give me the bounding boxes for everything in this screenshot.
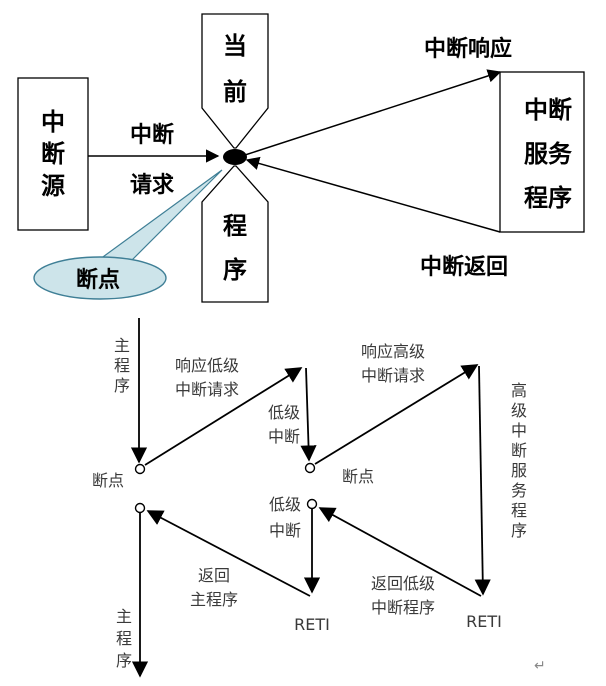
respond-high-arrow	[314, 364, 479, 465]
main-prog-top-3: 序	[114, 376, 130, 395]
return-arrow	[245, 156, 501, 233]
request-label-2: 请求	[130, 172, 174, 198]
interrupt-source-box	[17, 77, 89, 231]
high-service-1: 高	[511, 381, 527, 400]
low-resume-circle	[306, 498, 318, 510]
main-prog-bottom-3: 序	[116, 651, 132, 670]
breakpoint-dot	[223, 149, 247, 165]
service-label-2: 服务	[524, 140, 573, 168]
breakpoint-bubble-label: 断点	[76, 267, 120, 293]
high-service-8: 序	[511, 521, 527, 540]
breakpoint-bubble	[33, 256, 167, 300]
resp-high-2: 中断请求	[361, 366, 425, 385]
return-low-2: 中断程序	[371, 598, 435, 617]
request-label-1: 中断	[130, 122, 174, 148]
resp-high-1: 响应高级	[361, 342, 425, 361]
service-routine-box	[499, 71, 585, 233]
high-service-5: 服	[511, 461, 527, 480]
current-prog-char-2: 前	[223, 78, 247, 106]
current-prog-char-1: 当	[223, 32, 247, 60]
response-label: 中断响应	[424, 36, 512, 62]
return-main-2: 主程序	[190, 590, 238, 609]
return-low-arrow	[318, 507, 482, 597]
low-int-lower-1: 低级	[269, 495, 301, 514]
source-char-2: 断	[41, 140, 65, 168]
breakpoint-mid-label: 断点	[342, 467, 374, 486]
service-label-3: 程序	[524, 184, 572, 212]
reti-left-label: RETI	[294, 615, 330, 634]
main-prog-bottom-1: 主	[116, 607, 132, 626]
main-prog-bottom-2: 程	[116, 629, 132, 648]
main-prog-top-1: 主	[114, 336, 130, 355]
return-label: 中断返回	[420, 254, 508, 280]
current-prog-char-3: 程	[223, 212, 247, 240]
high-service-2: 级	[511, 401, 527, 420]
current-program-lower	[201, 165, 269, 303]
high-service-4: 断	[511, 441, 527, 460]
resp-low-1: 响应低级	[175, 356, 239, 375]
resp-low-2: 中断请求	[175, 380, 239, 399]
return-mark-icon: ↵	[534, 658, 546, 674]
source-char-1: 中	[41, 108, 65, 136]
low-int-upper-1: 低级	[268, 403, 300, 422]
high-service-6: 务	[511, 481, 527, 500]
respond-low-arrow	[144, 367, 303, 466]
service-label-1: 中断	[524, 96, 572, 124]
return-main-1: 返回	[198, 566, 230, 585]
breakpoint-left-label: 断点	[92, 471, 124, 490]
low-interrupt-line-upper	[300, 367, 317, 462]
source-char-3: 源	[41, 172, 65, 200]
low-int-upper-2: 中断	[268, 427, 300, 446]
high-service-7: 程	[511, 501, 527, 520]
high-service-3: 中	[511, 421, 527, 440]
current-program-upper	[201, 13, 269, 149]
reti-right-label: RETI	[466, 612, 502, 631]
return-low-1: 返回低级	[371, 574, 435, 593]
response-arrow	[244, 69, 502, 156]
low-int-lower-2: 中断	[269, 521, 301, 540]
breakpoint-mid-circle	[304, 462, 316, 474]
main-resume-circle	[134, 502, 146, 514]
main-prog-top-2: 程	[114, 356, 130, 375]
high-service-line	[474, 365, 491, 596]
breakpoint-left-circle	[134, 463, 146, 475]
return-main-arrow	[146, 510, 311, 597]
current-prog-char-4: 序	[223, 256, 247, 284]
